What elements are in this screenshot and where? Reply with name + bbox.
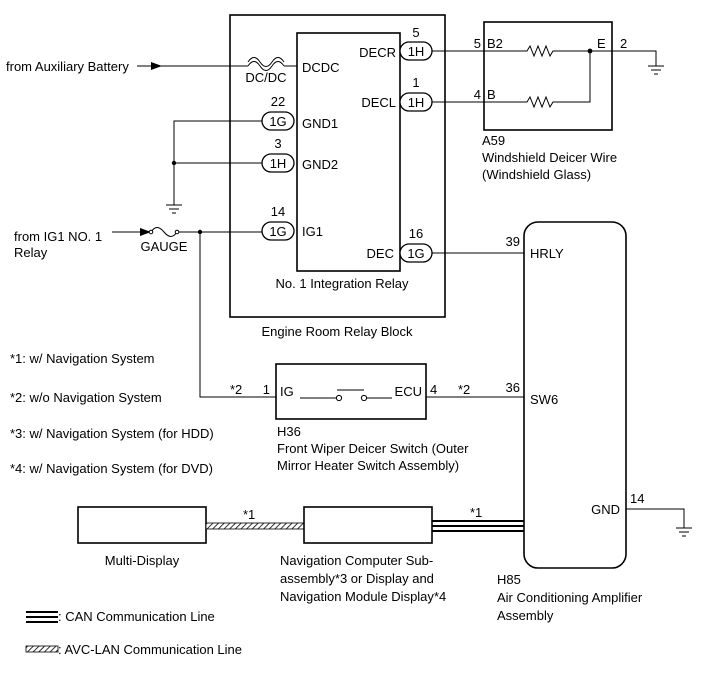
- gnd2-pin-number: 3: [274, 136, 281, 151]
- ig1-connector: [261, 221, 295, 241]
- sw6-pin-label: SW6: [530, 392, 558, 407]
- legend-avc-label: : AVC-LAN Communication Line: [58, 642, 242, 657]
- wiper-ecu-pin-number: 4: [430, 382, 437, 397]
- gnd-pin-label: GND: [591, 502, 620, 517]
- decl-connector-label: 1H: [408, 95, 425, 110]
- hrly-pin-number: 39: [506, 234, 520, 249]
- can-wire-note: *1: [470, 505, 482, 520]
- ig1-connector-label: 1G: [269, 224, 286, 239]
- ig1-pin-label: IG1: [302, 224, 323, 239]
- note-3: *3: w/ Navigation System (for HDD): [10, 426, 214, 441]
- sw6-pin-number: 36: [506, 380, 520, 395]
- dcdc-pin-label: DCDC: [302, 60, 340, 75]
- wiper-ecu-pin-label: ECU: [395, 384, 422, 399]
- ac-amplifier-code: H85: [497, 572, 521, 587]
- deicer-name-line2: (Windshield Glass): [482, 167, 591, 182]
- wiper-ig-pin-label: IG: [280, 384, 294, 399]
- gnd-pin-number: 14: [630, 491, 644, 506]
- nav-computer-name-line1: Navigation Computer Sub-: [280, 553, 433, 568]
- decr-connector-label: 1H: [408, 44, 425, 59]
- deicer-heater-b2-icon: [484, 44, 590, 58]
- deicer-wire-outline: [483, 21, 613, 131]
- engine-room-block-title: Engine Room Relay Block: [261, 324, 413, 339]
- nav-computer-name-line2: assembly*3 or Display and: [280, 571, 434, 586]
- gnd1-pin-label: GND1: [302, 116, 338, 131]
- multi-display-box: [77, 506, 207, 544]
- decl-pin-number: 1: [412, 75, 419, 90]
- multi-display-label: Multi-Display: [105, 553, 180, 568]
- ac-ground-wire: [626, 508, 685, 528]
- ac-amplifier-name-line2: Assembly: [497, 608, 554, 623]
- ground-symbol-left-icon: [166, 204, 182, 214]
- deicer-b2-pin-label: B2: [487, 36, 503, 51]
- note-1: *1: w/ Navigation System: [10, 351, 155, 366]
- nav-computer-box: [303, 506, 433, 544]
- wiper-switch-outline: [275, 363, 427, 420]
- ig1-input-arrow-icon: [140, 228, 151, 236]
- deicer-e-pin-number: 2: [620, 36, 627, 51]
- gnd2-connector-label: 1H: [270, 156, 287, 171]
- wiper-switch-name-line1: Front Wiper Deicer Switch (Outer: [277, 441, 469, 456]
- wiper-switch-name-line2: Mirror Heater Switch Assembly): [277, 458, 459, 473]
- deicer-heater-b-icon: [484, 51, 591, 109]
- wiper-switch-contact-icon: [300, 389, 392, 402]
- legend-avc-swatch: [25, 645, 59, 653]
- ac-amplifier-outline: [523, 221, 627, 569]
- gnd-junction: [171, 160, 177, 166]
- legend-can-label: : CAN Communication Line: [58, 609, 215, 624]
- hrly-pin-label: HRLY: [530, 246, 564, 261]
- legend-can-swatch: [26, 611, 58, 623]
- avc-wire-note: *1: [243, 507, 255, 522]
- note-4: *4: w/ Navigation System (for DVD): [10, 461, 213, 476]
- ground-symbol-deicer-icon: [648, 65, 664, 75]
- deicer-name-line1: Windshield Deicer Wire: [482, 150, 617, 165]
- integration-relay-outline: [296, 32, 401, 272]
- note-2: *2: w/o Navigation System: [10, 390, 162, 405]
- ig-to-wiper-switch-wire: [199, 232, 276, 398]
- ig1-pin-number: 14: [271, 204, 285, 219]
- deicer-b-pin-number: 4: [474, 87, 481, 102]
- wiper-ig-pin-number: 1: [263, 382, 270, 397]
- decl-pin-label: DECL: [361, 95, 396, 110]
- deicer-code: A59: [482, 133, 505, 148]
- deicer-b-pin-label: B: [487, 87, 496, 102]
- can-line: [432, 520, 524, 532]
- deicer-e-pin-label: E: [597, 36, 606, 51]
- wiper-note-left: *2: [230, 382, 242, 397]
- ground-symbol-ac-icon: [676, 527, 692, 537]
- integration-relay-title: No. 1 Integration Relay: [276, 276, 409, 291]
- wiper-switch-code: H36: [277, 424, 301, 439]
- decr-pin-label: DECR: [359, 45, 396, 60]
- aux-battery-arrow-icon: [151, 62, 162, 70]
- wiper-note-right: *2: [458, 382, 470, 397]
- deicer-ground-wire: [590, 50, 657, 66]
- dcdc-fuse-icon: [247, 61, 285, 71]
- aux-battery-source: from Auxiliary Battery: [6, 59, 129, 74]
- gnd1-wire: [173, 120, 262, 205]
- gnd2-pin-label: GND2: [302, 157, 338, 172]
- gauge-label: GAUGE: [141, 239, 188, 254]
- dec-pin-number: 16: [409, 226, 423, 241]
- ig1-relay-source-line2: Relay: [14, 245, 48, 260]
- gnd1-connector-label: 1G: [269, 114, 286, 129]
- dec-pin-label: DEC: [367, 246, 394, 261]
- dcdc-label: DC/DC: [245, 70, 286, 85]
- gnd1-pin-number: 22: [271, 94, 285, 109]
- ig1-relay-source-line1: from IG1 NO. 1: [14, 229, 102, 244]
- decr-pin-number: 5: [412, 25, 419, 40]
- ac-amplifier-name-line1: Air Conditioning Amplifier: [497, 590, 643, 605]
- nav-computer-name-line3: Navigation Module Display*4: [280, 589, 446, 604]
- dec-connector-label: 1G: [407, 246, 424, 261]
- deicer-b2-pin-number: 5: [474, 36, 481, 51]
- dcdc-fuse-outline-icon: [247, 57, 285, 67]
- avc-lan-line: [205, 522, 305, 530]
- gauge-fuse-icon: [150, 227, 178, 237]
